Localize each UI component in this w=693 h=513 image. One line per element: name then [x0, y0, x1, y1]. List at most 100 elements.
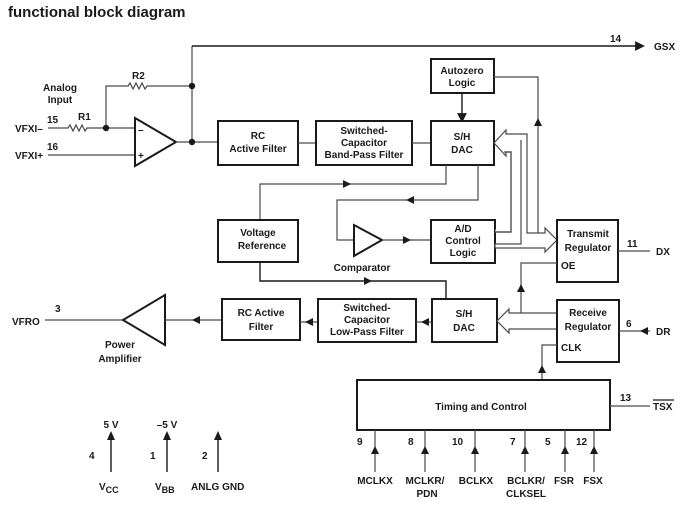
analog-input-label-2: Input — [48, 95, 73, 106]
block-label: Logic — [450, 248, 477, 259]
arrow-right — [364, 277, 372, 285]
pin-name: PDN — [416, 489, 437, 500]
pin-name: BCLKR/ — [507, 476, 545, 487]
gnd-pin: 2 ANLG GND — [191, 431, 244, 493]
analog-input-label: Analog — [43, 83, 77, 94]
block-label: Logic — [449, 78, 476, 89]
opamp-minus-label: – — [138, 125, 144, 136]
pin-gsx-number: 14 — [610, 34, 622, 45]
sh-dac-rx-block — [431, 298, 498, 343]
arrow-left — [192, 316, 200, 324]
block-label: Capacitor — [341, 138, 387, 149]
junction-dot — [102, 124, 110, 132]
wire — [259, 165, 447, 220]
clk-wire — [541, 344, 557, 380]
pin-name: BCLKX — [459, 476, 494, 487]
block-label: RC — [251, 131, 265, 142]
receive-path: VFRO 3 Power Amplifier RC Active Filter … — [12, 262, 557, 365]
block-label: Band-Pass Filter — [325, 150, 404, 161]
arrow-up — [517, 284, 525, 292]
clk-label: CLK — [561, 343, 582, 354]
vbb-pin: –5 V 1 VBB — [150, 420, 178, 495]
power-pins: 5 V 4 VCC –5 V 1 VBB 2 ANLG GND — [89, 420, 244, 495]
junction-dot — [188, 82, 196, 90]
gnd-number: 2 — [202, 451, 208, 462]
receive-data-bus — [496, 307, 557, 335]
block-label: A/D — [454, 224, 471, 235]
pin-vfxi-minus-name: VFXI– — [15, 124, 43, 135]
pin-vfxi-plus-number: 16 — [47, 142, 59, 153]
arrow-left — [640, 327, 648, 335]
pin-number: 7 — [510, 437, 516, 448]
pin-number: 12 — [576, 437, 588, 448]
pin-number: 10 — [452, 437, 464, 448]
transmit-regulator: Transmit Regulator OE 11 DX — [556, 219, 670, 283]
pin-dr-name: DR — [656, 327, 671, 338]
pin-mclkx: 9 MCLKX — [357, 430, 393, 487]
pin-mclkr-pdn: 8 MCLKR/ PDN — [406, 430, 445, 500]
vcc-number: 4 — [89, 451, 95, 462]
vcc-sub: CC — [106, 485, 119, 495]
autozero-logic-block — [430, 58, 495, 94]
vcc-pin: 5 V 4 VCC — [89, 420, 119, 495]
r1-label: R1 — [78, 112, 91, 123]
pin-dx-number: 11 — [627, 239, 638, 250]
block-label: Voltage — [240, 228, 276, 239]
block-label: Receive — [569, 308, 607, 319]
bus-line — [495, 151, 512, 233]
block-label: RC Active — [238, 308, 285, 319]
block-label: DAC — [453, 323, 475, 334]
pin-bclkx: 10 BCLKX — [452, 430, 494, 487]
r2-resistor — [105, 81, 192, 128]
block-label: DAC — [451, 145, 473, 156]
arrow-left — [421, 318, 429, 326]
vbb-number: 1 — [150, 451, 156, 462]
block-label: Switched- — [343, 303, 390, 314]
pin-fsx: 12 FSX — [576, 430, 603, 487]
block-label: Autozero — [440, 66, 483, 77]
pin-vfxi-minus-number: 15 — [47, 115, 59, 126]
power-amplifier-label: Power — [105, 340, 135, 351]
arrow-right — [343, 180, 351, 188]
rc-active-filter-rx-block — [221, 298, 301, 341]
vcc-main: V — [99, 482, 106, 493]
pin-vfro-name: VFRO — [12, 317, 40, 328]
r1-resistor — [48, 123, 135, 133]
block-label: Reference — [238, 241, 287, 252]
gnd-label: ANLG GND — [191, 482, 244, 493]
pin-dr-number: 6 — [626, 319, 632, 330]
oe-label: OE — [561, 261, 576, 272]
comparator-triangle — [353, 223, 385, 258]
pin-tsx-name: TSX — [653, 402, 673, 413]
pin-name: MCLKX — [357, 476, 393, 487]
pin-gsx-name: GSX — [654, 42, 675, 53]
block-label: Timing and Control — [435, 402, 527, 413]
block-label: Low-Pass Filter — [330, 327, 404, 338]
pin-tsx-number: 13 — [620, 393, 632, 404]
transmit-path: RC Active Filter Switched- Capacitor Ban… — [217, 58, 558, 274]
vcc-label: VCC — [99, 482, 119, 495]
timing-control-block — [356, 379, 611, 431]
pin-name: FSR — [554, 476, 575, 487]
vcc-voltage: 5 V — [103, 420, 118, 431]
vbb-sub: BB — [162, 485, 175, 495]
voltage-reference-block — [217, 219, 299, 263]
pin-number: 8 — [408, 437, 414, 448]
junction-dot — [188, 138, 196, 146]
oe-wire — [520, 262, 557, 313]
vbb-main: V — [155, 482, 162, 493]
block-label: Active Filter — [229, 144, 286, 155]
block-label: Capacitor — [344, 315, 390, 326]
vbb-voltage: –5 V — [157, 420, 178, 431]
rc-active-filter-tx-block — [217, 120, 299, 166]
block-label: Transmit — [567, 229, 609, 240]
pin-fsr: 5 FSR — [545, 430, 575, 487]
diagram-title: functional block diagram — [8, 4, 186, 21]
wire — [494, 76, 539, 233]
block-label: S/H — [456, 309, 473, 320]
pin-bclkr-clksel: 7 BCLKR/ CLKSEL — [506, 430, 546, 500]
power-amplifier-label: Amplifier — [98, 354, 141, 365]
sh-dac-tx-block — [430, 120, 495, 166]
comparator-label: Comparator — [334, 263, 391, 274]
data-bus — [493, 128, 558, 254]
